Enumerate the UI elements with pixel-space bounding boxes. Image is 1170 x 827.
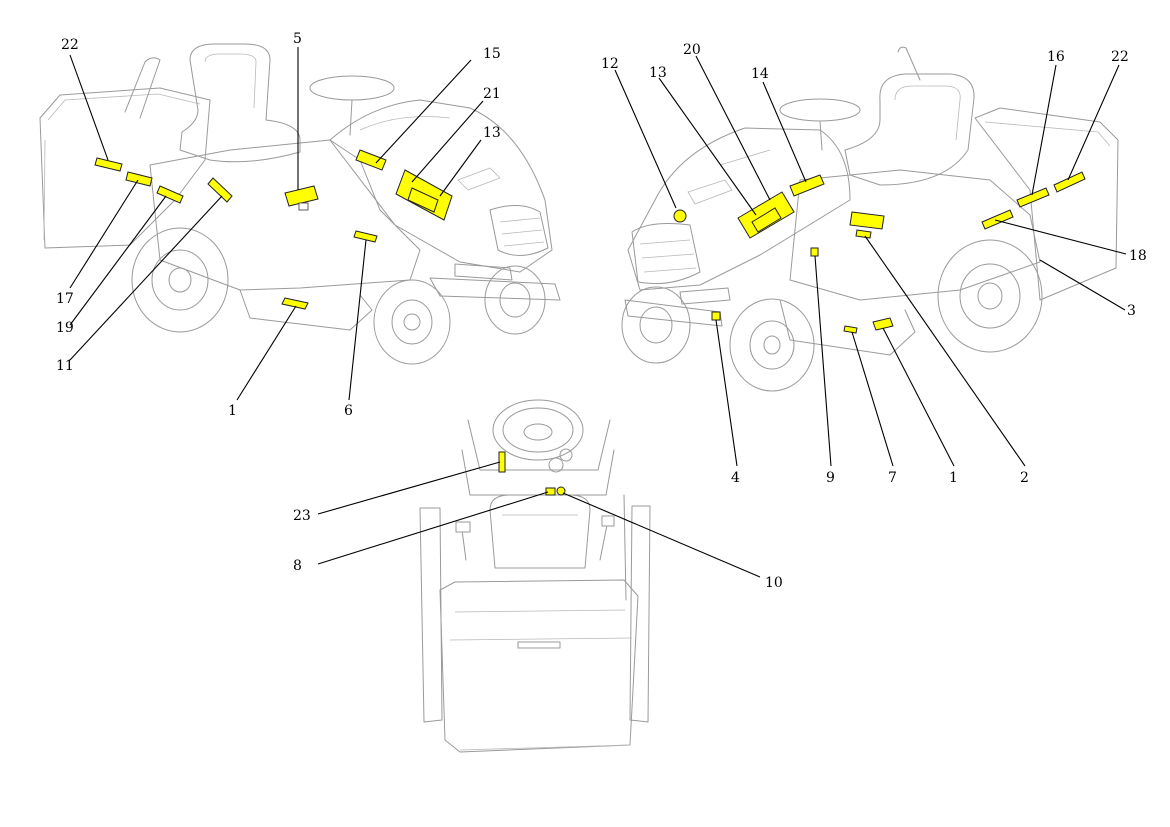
- callout-15: 15: [483, 46, 501, 62]
- callout-23: 23: [293, 508, 311, 524]
- callout-13-left: 13: [483, 125, 501, 141]
- decal-1-left: [281, 297, 309, 310]
- decal-12: [673, 209, 687, 223]
- callout-19: 19: [56, 320, 74, 336]
- callout-10: 10: [765, 575, 783, 591]
- decal-20: [751, 207, 782, 233]
- callout-2: 2: [1020, 470, 1029, 486]
- decal-11: [207, 177, 233, 203]
- decal-9: [810, 247, 819, 257]
- decal-14: [789, 174, 825, 197]
- callout-1-left: 1: [228, 403, 237, 419]
- decal-5-icon: [298, 202, 309, 211]
- decal-5: [284, 185, 319, 207]
- decal-2-a: [849, 211, 885, 230]
- decal-2-b: [855, 229, 872, 239]
- callout-6: 6: [344, 403, 353, 419]
- callout-5: 5: [293, 31, 302, 47]
- callout-11: 11: [56, 358, 74, 374]
- decal-18: [981, 209, 1014, 230]
- callout-22-right: 22: [1111, 49, 1129, 65]
- decal-21: [407, 187, 439, 213]
- callout-13-right: 13: [649, 65, 667, 81]
- decal-19: [156, 185, 184, 204]
- callout-16: 16: [1047, 49, 1065, 65]
- decal-22-right: [1053, 171, 1086, 193]
- callout-4: 4: [731, 470, 740, 486]
- callout-7: 7: [888, 470, 897, 486]
- callout-3: 3: [1127, 303, 1136, 319]
- decal-6: [353, 230, 378, 243]
- callout-22-left: 22: [61, 37, 79, 53]
- decal-16: [1016, 187, 1050, 208]
- callout-8: 8: [293, 558, 302, 574]
- decal-4: [711, 311, 721, 321]
- decal-8: [545, 487, 556, 496]
- callout-17: 17: [56, 291, 74, 307]
- left-tractor-view: 22 5 15 21 13 17 19 11 1 6: [39, 31, 561, 419]
- right-tractor-view: 12 20 13 14 16 22 18 3 4 9 7 1 2: [601, 42, 1147, 486]
- callout-14: 14: [751, 66, 769, 82]
- callout-18: 18: [1129, 248, 1147, 264]
- decal-23: [498, 451, 506, 473]
- decal-22-left: [94, 157, 123, 172]
- callout-9: 9: [826, 470, 835, 486]
- decal-15: [355, 149, 387, 171]
- callout-21: 21: [483, 86, 501, 102]
- callout-20: 20: [683, 42, 701, 58]
- callout-1-right: 1: [949, 470, 958, 486]
- callout-12: 12: [601, 56, 619, 72]
- decal-17: [125, 171, 153, 187]
- decal-7: [843, 325, 858, 334]
- rear-tractor-view: 23 8 10: [293, 399, 783, 753]
- decal-1-right: [872, 317, 894, 331]
